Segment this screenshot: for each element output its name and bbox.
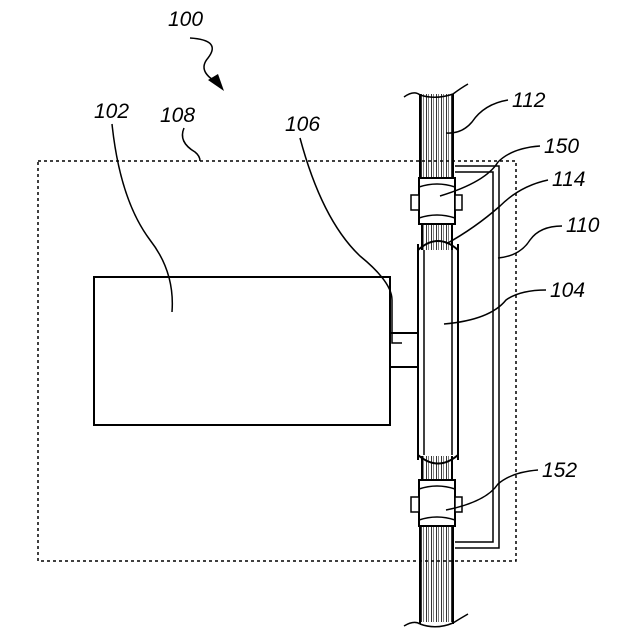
leader-110 <box>498 226 562 258</box>
leader-108 <box>182 128 200 161</box>
label-106: 106 <box>285 113 320 136</box>
label-100: 100 <box>168 8 203 31</box>
arrowhead-100 <box>208 74 224 91</box>
label-108: 108 <box>160 104 195 127</box>
label-150: 150 <box>544 135 579 158</box>
label-112: 112 <box>512 89 546 112</box>
bracket-inner <box>455 172 493 542</box>
label-152: 152 <box>542 459 577 482</box>
clamp-bottom <box>411 480 462 526</box>
element-104 <box>418 241 458 464</box>
leader-114 <box>446 180 548 244</box>
clamp-top <box>411 178 462 224</box>
unit-box <box>94 277 390 425</box>
leader-102 <box>112 124 172 312</box>
label-102: 102 <box>94 100 129 123</box>
tube-top <box>404 84 468 250</box>
shaft <box>390 333 418 367</box>
leader-104 <box>444 290 546 324</box>
label-114: 114 <box>552 168 585 191</box>
leader-106 <box>300 138 402 343</box>
label-110: 110 <box>566 214 600 237</box>
leader-112 <box>446 100 508 133</box>
label-104: 104 <box>550 279 585 302</box>
tube-bottom <box>404 526 468 627</box>
tube-bottom-inner <box>422 456 452 480</box>
